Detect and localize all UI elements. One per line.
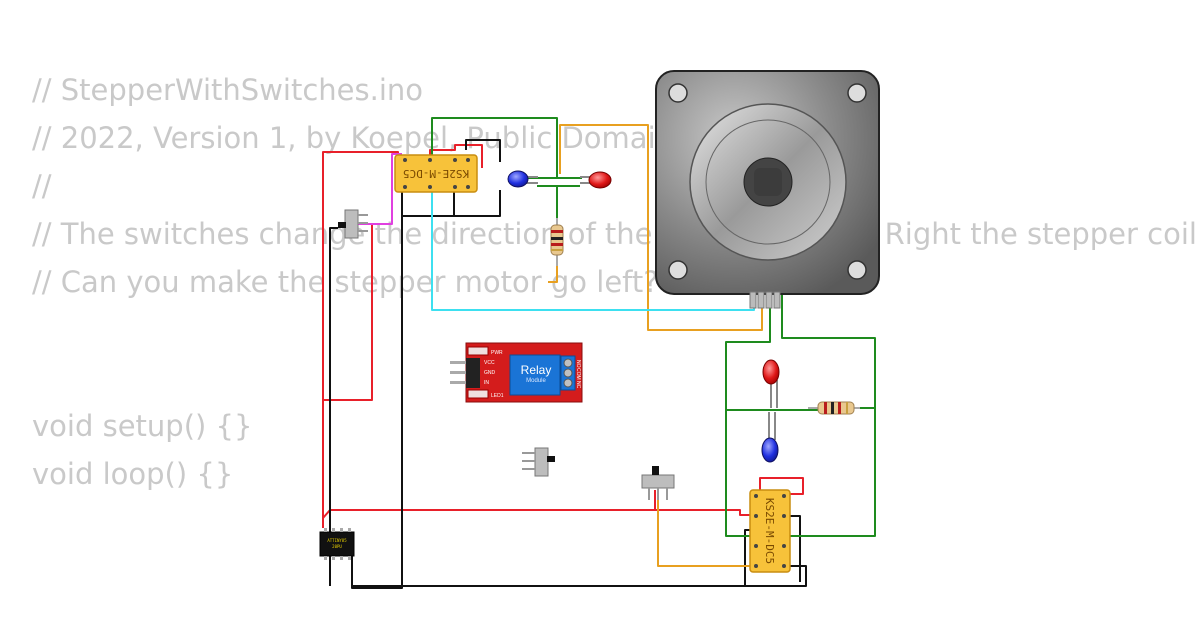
stepper-motor[interactable] — [655, 70, 880, 309]
code-line: // — [32, 169, 52, 203]
wire-orange-top[interactable] — [559, 124, 763, 331]
attiny85-label-1: ATTINY85 — [327, 538, 347, 543]
code-line: // StepperWithSwitches.ino — [32, 73, 424, 107]
wire-orange-bottom[interactable] — [657, 490, 755, 567]
wire-black-relay-top-3[interactable] — [465, 139, 501, 162]
mount-hole — [668, 83, 688, 103]
slide-switch-middle[interactable] — [522, 447, 555, 477]
led-blue-right[interactable] — [761, 412, 779, 463]
resistor-top[interactable] — [550, 218, 564, 266]
slide-switch-left[interactable] — [338, 209, 368, 239]
relay-module-gnd: GND — [484, 370, 496, 376]
wire-black-bottom[interactable] — [351, 565, 807, 588]
wire-red-bottom[interactable] — [322, 490, 656, 519]
relay-module-com: COM — [575, 368, 581, 380]
relay-top-label: KS2E-M-DC5 — [403, 167, 469, 180]
relay-module-led1: LED1 — [491, 393, 504, 399]
relay-module-title: Relay — [521, 363, 552, 377]
wire-red-relay-bottom-coil[interactable] — [759, 477, 804, 495]
wire-green-led-right[interactable] — [725, 410, 755, 537]
wire-magenta[interactable] — [358, 153, 402, 225]
mount-hole — [847, 260, 867, 280]
wire-green-motor-left[interactable] — [725, 292, 771, 411]
led-red-right[interactable] — [762, 359, 780, 408]
relay-top[interactable]: KS2E-M-DC5 — [394, 154, 478, 193]
relay-module-pwr: PWR — [491, 350, 503, 356]
led-blue-top[interactable] — [507, 170, 538, 188]
attiny85-label-2: 20PU — [332, 544, 342, 549]
relay-module-subtitle: Module — [526, 378, 546, 384]
wire-black-switch-left[interactable] — [329, 227, 338, 586]
code-line: void setup() {} — [32, 409, 253, 443]
relay-module[interactable]: PWR LED1 VCC GND IN Relay Module NO COM … — [450, 342, 583, 403]
relay-bottom[interactable]: KS2E-M-DC5 — [749, 489, 791, 573]
relay-module-vcc: VCC — [484, 360, 495, 366]
relay-module-in: IN — [484, 380, 489, 386]
wire-red-relay-top[interactable] — [429, 144, 483, 168]
wire-black-relay-bottom-3[interactable] — [788, 515, 801, 582]
wire-black-relay-top-1[interactable] — [401, 190, 501, 217]
wire-green-top[interactable] — [431, 117, 558, 178]
relay-bottom-label: KS2E-M-DC5 — [763, 498, 776, 564]
wire-orange-resistor[interactable] — [548, 262, 558, 283]
wire-red-vcc-top[interactable] — [322, 151, 399, 528]
resistor-right[interactable] — [808, 401, 860, 415]
code-line: // 2022, Version 1, by Koepel, Public Do… — [32, 121, 675, 155]
attiny85-chip[interactable]: ATTINY85 20PU — [319, 528, 355, 560]
code-line: void loop() {} — [32, 457, 234, 491]
relay-module-nc: NC — [575, 381, 581, 389]
wire-green-motor-right[interactable] — [781, 292, 876, 409]
led-red-top[interactable] — [580, 171, 612, 189]
mount-hole — [847, 83, 867, 103]
wire-green-right-loop[interactable] — [788, 408, 876, 537]
wire-red-relay-bottom[interactable] — [655, 509, 755, 516]
wire-black-gnd-main[interactable] — [351, 190, 403, 589]
relay-module-no: NO — [575, 360, 581, 368]
mount-hole — [668, 260, 688, 280]
wires — [322, 117, 876, 589]
slide-switch-right[interactable] — [641, 466, 675, 500]
